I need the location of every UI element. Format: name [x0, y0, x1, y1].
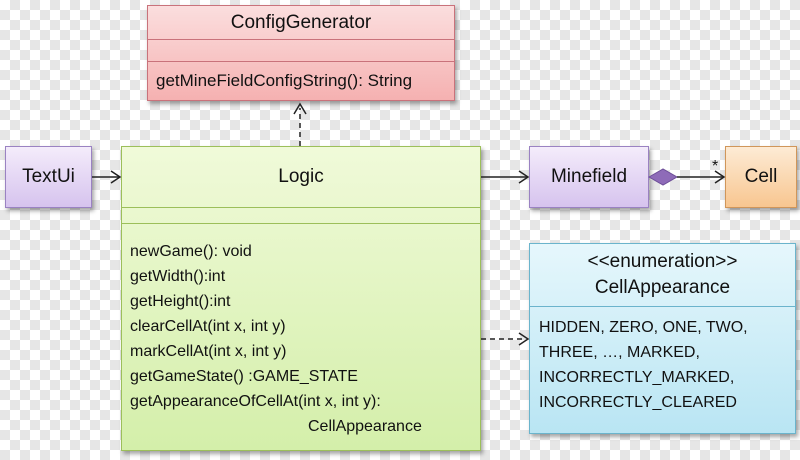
logic-method: getHeight():int	[130, 293, 231, 310]
enum-name: CellAppearance	[594, 277, 731, 298]
enum-stereotype: <<enumeration>>	[587, 251, 738, 272]
enum-value-line: INCORRECTLY_MARKED,	[539, 369, 735, 386]
enum-value-line: THREE, …, MARKED,	[539, 344, 700, 361]
enum-value-line: HIDDEN, ZERO, ONE, TWO,	[539, 319, 748, 336]
config-generator-class[interactable]: ConfigGenerator getMineFieldConfigString…	[147, 5, 455, 101]
cell-class[interactable]: Cell	[725, 146, 797, 208]
composition-diamond-icon	[647, 168, 679, 186]
config-generator-attributes	[148, 40, 454, 62]
logic-methods: newGame(): void getWidth():int getHeight…	[122, 224, 480, 439]
cell-appearance-header: <<enumeration>> CellAppearance	[530, 244, 795, 307]
logic-method: markCellAt(int x, int y)	[130, 343, 287, 360]
logic-class[interactable]: Logic newGame(): void getWidth():int get…	[121, 146, 481, 451]
logic-method: getWidth():int	[130, 268, 226, 285]
config-generator-method: getMineFieldConfigString(): String	[156, 71, 413, 90]
association-logic-minefield	[481, 170, 530, 184]
logic-method-return: CellAppearance	[308, 418, 422, 435]
multiplicity-label: *	[712, 158, 718, 175]
dependency-logic-cellappearance	[481, 332, 530, 346]
logic-name: Logic	[122, 147, 480, 208]
logic-method: newGame(): void	[130, 243, 252, 260]
enum-value-line: INCORRECTLY_CLEARED	[539, 394, 737, 411]
config-generator-name: ConfigGenerator	[148, 6, 454, 40]
logic-method: getGameState() :GAME_STATE	[130, 368, 358, 385]
textui-class[interactable]: TextUi	[5, 146, 92, 208]
composition-minefield-cell	[647, 168, 726, 186]
enum-values: HIDDEN, ZERO, ONE, TWO, THREE, …, MARKED…	[530, 307, 795, 415]
logic-method: getAppearanceOfCellAt(int x, int y):	[130, 393, 381, 410]
logic-attributes	[122, 208, 480, 224]
cell-appearance-enum[interactable]: <<enumeration>> CellAppearance HIDDEN, Z…	[529, 243, 796, 434]
association-textui-logic	[92, 170, 122, 184]
logic-method: clearCellAt(int x, int y)	[130, 318, 286, 335]
dependency-logic-config	[293, 102, 307, 146]
